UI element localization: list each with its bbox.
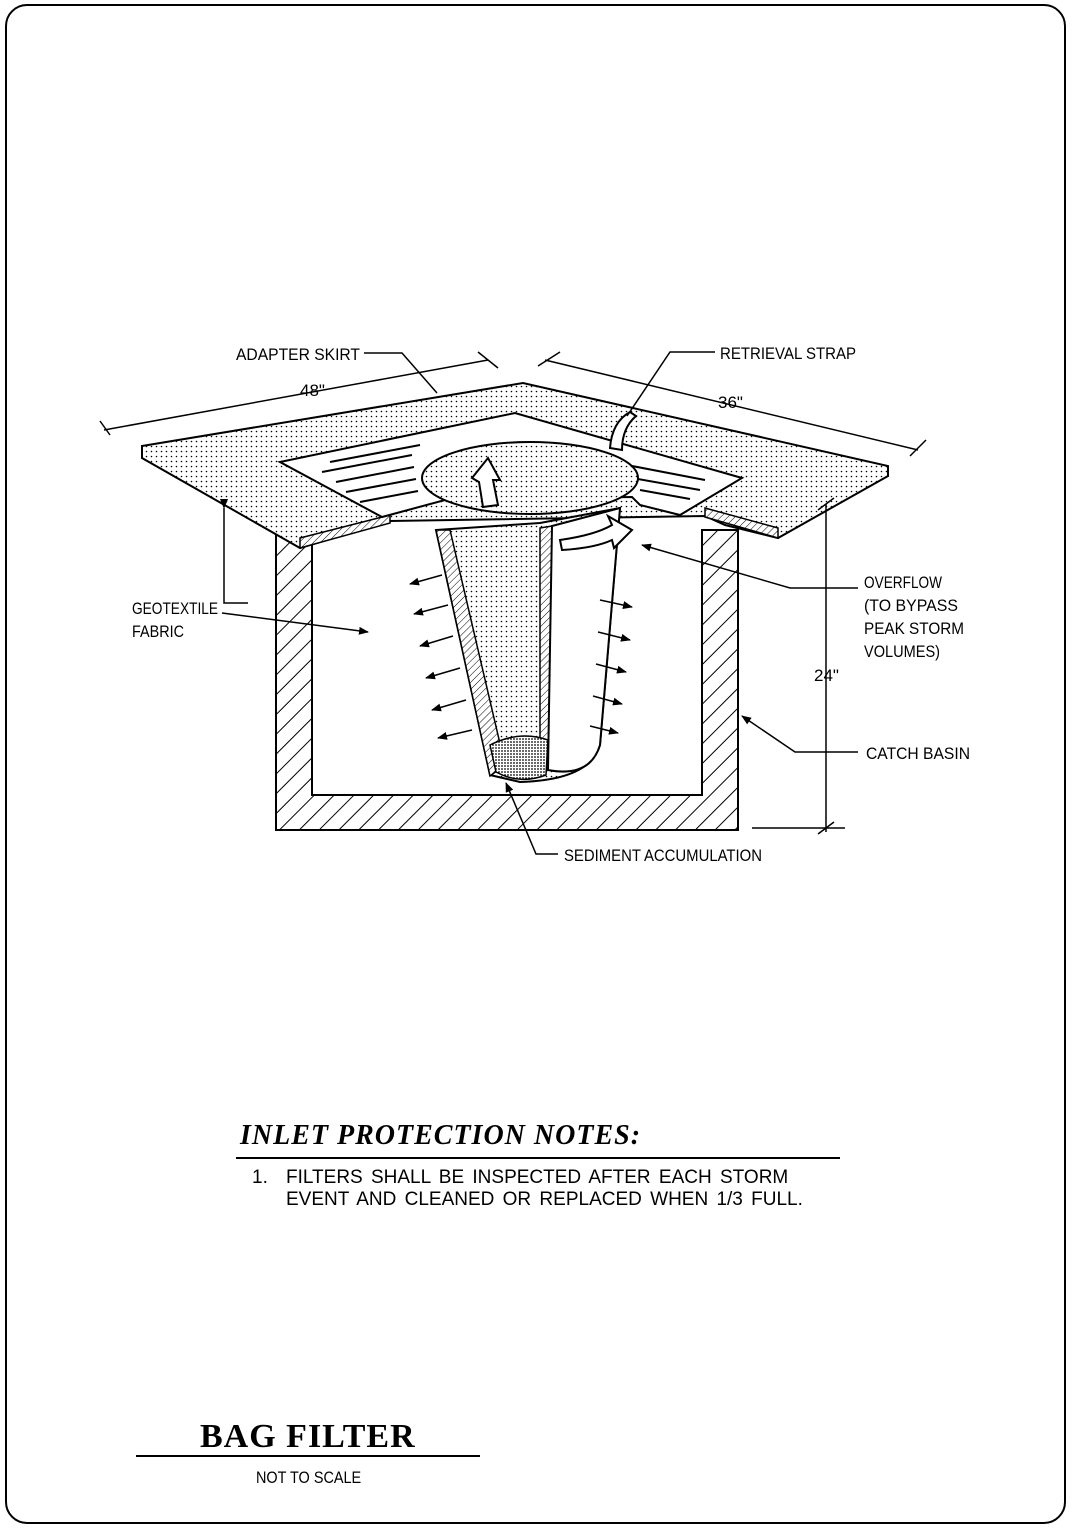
note-number: 1. bbox=[252, 1167, 268, 1188]
leader-lines bbox=[220, 351, 858, 855]
dimension-depth: 36" bbox=[718, 393, 743, 412]
seepage-arrows bbox=[409, 574, 633, 740]
catch-basin bbox=[275, 529, 739, 831]
scale-note: NOT TO SCALE bbox=[256, 1468, 362, 1487]
filter-bag bbox=[434, 506, 622, 784]
dimension-width: 48" bbox=[300, 381, 325, 400]
label-adapter-skirt: ADAPTER SKIRT bbox=[236, 345, 360, 364]
inlet-grate bbox=[277, 411, 745, 519]
label-retrieval-strap: RETRIEVAL STRAP bbox=[720, 344, 856, 363]
label-overflow-line3: PEAK STORM bbox=[864, 619, 964, 638]
drawing-sheet-border bbox=[5, 4, 1066, 1524]
notes-title: INLET PROTECTION NOTES: bbox=[240, 1120, 642, 1151]
notes-title-underline bbox=[236, 1157, 840, 1159]
drawing-title-underline bbox=[136, 1455, 480, 1457]
note-item: 1. FILTERS SHALL BE INSPECTED AFTER EACH… bbox=[252, 1167, 852, 1211]
flow-arrows bbox=[470, 456, 634, 552]
note-text: FILTERS SHALL BE INSPECTED AFTER EACH ST… bbox=[286, 1167, 803, 1210]
label-sediment-accumulation: SEDIMENT ACCUMULATION bbox=[564, 846, 762, 865]
label-overflow-line1: OVERFLOW bbox=[864, 573, 942, 592]
dimension-lines bbox=[99, 351, 927, 835]
retrieval-strap bbox=[608, 410, 638, 452]
label-geotextile-line2: FABRIC bbox=[132, 622, 184, 641]
label-geotextile-line1: GEOTEXTILE bbox=[132, 599, 218, 618]
drawing-title: BAG FILTER bbox=[200, 1418, 416, 1455]
label-overflow-line4: VOLUMES) bbox=[864, 642, 940, 661]
dimension-height: 24" bbox=[814, 666, 839, 685]
label-catch-basin: CATCH BASIN bbox=[866, 744, 970, 763]
label-overflow-line2: (TO BYPASS bbox=[864, 596, 958, 615]
